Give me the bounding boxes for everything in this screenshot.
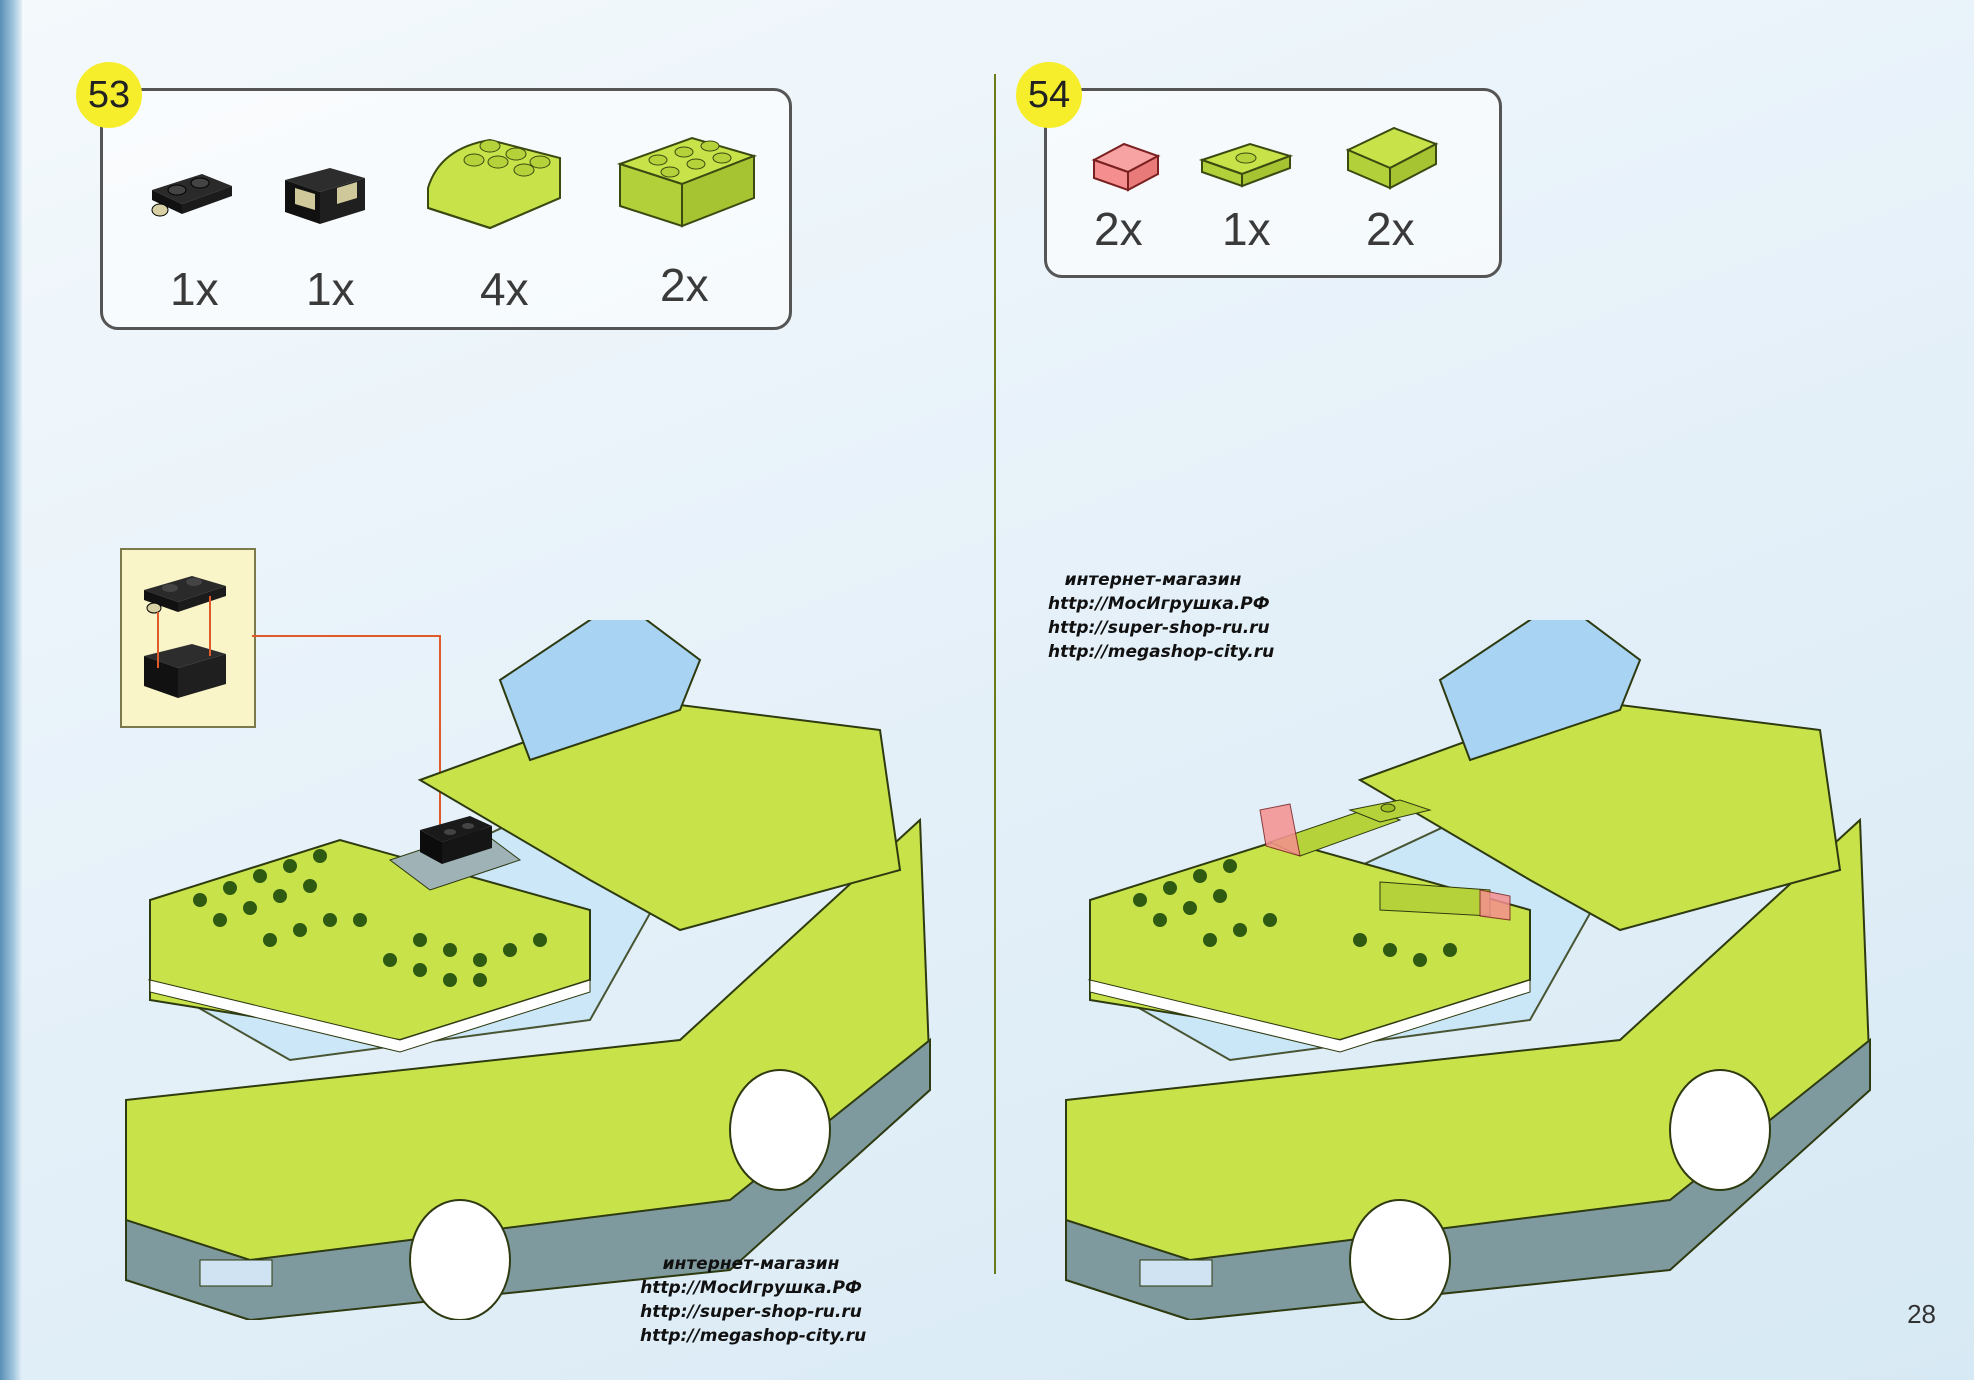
step-53-badge: 53 xyxy=(76,62,142,128)
part-quantity: 4x xyxy=(480,263,529,315)
part-quantity: 2x xyxy=(660,259,709,311)
black-bracket-icon xyxy=(285,168,365,224)
page-divider xyxy=(994,74,996,1274)
part-quantity: 1x xyxy=(170,263,219,315)
watermark-line: http://МосИгрушка.РФ xyxy=(1048,594,1270,614)
page-number: 28 xyxy=(1907,1299,1936,1329)
watermark-bottom: интернет-магазин http://МосИгрушка.РФ ht… xyxy=(640,1252,867,1348)
subassembly-callout xyxy=(120,548,256,728)
lime-slope-1x2-icon xyxy=(1345,126,1439,190)
watermark-line: http://super-shop-ru.ru xyxy=(1048,618,1270,638)
step-54-badge: 54 xyxy=(1016,62,1082,128)
watermark-line: http://МосИгрушка.РФ xyxy=(640,1278,862,1298)
lime-brick-2x3-icon xyxy=(616,136,758,228)
trans-red-slope-icon xyxy=(1091,142,1161,192)
camper-van-step-54 xyxy=(1065,620,1872,1320)
watermark-line: http://megashop-city.ru xyxy=(1048,642,1275,662)
watermark-top: интернет-магазин http://МосИгрушка.РФ ht… xyxy=(1048,568,1275,664)
part-quantity: 2x xyxy=(1094,203,1143,255)
subassembly-illustration xyxy=(144,576,226,698)
camper-van-step-53 xyxy=(125,620,932,1320)
step-54-parts-box xyxy=(1044,88,1502,278)
watermark-line: интернет-магазин xyxy=(662,1254,840,1274)
step-number: 53 xyxy=(87,73,131,116)
watermark-line: http://super-shop-ru.ru xyxy=(640,1302,862,1322)
watermark-line: http://megashop-city.ru xyxy=(640,1326,867,1346)
part-quantity: 2x xyxy=(1366,203,1415,255)
lime-curved-slope-2x3-icon xyxy=(427,138,561,230)
step-number: 54 xyxy=(1027,73,1071,116)
book-spine xyxy=(0,0,22,1380)
lime-plate-1x2-jumper-icon xyxy=(1198,142,1294,188)
black-plate-1x2-with-pin-icon xyxy=(151,174,232,217)
part-quantity: 1x xyxy=(1222,203,1271,255)
watermark-line: интернет-магазин xyxy=(1064,570,1242,590)
part-quantity: 1x xyxy=(306,263,355,315)
